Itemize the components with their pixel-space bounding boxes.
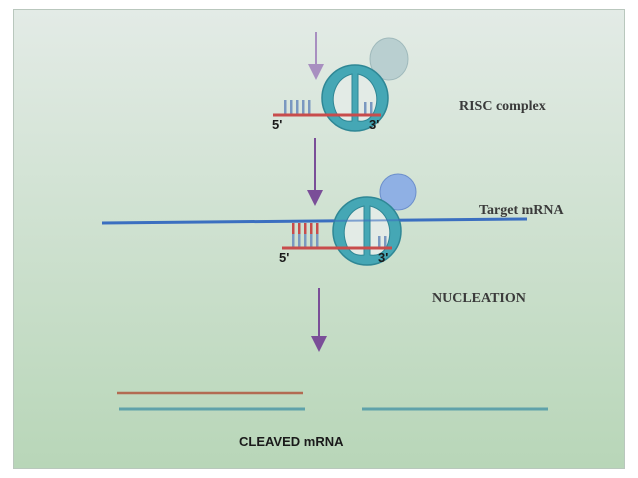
cleaved-mrna-label: CLEAVED mRNA xyxy=(239,434,344,449)
risc-complex-top xyxy=(273,37,409,132)
risc-ring-bound xyxy=(332,196,402,266)
five-prime-label-top: 5' xyxy=(272,117,282,132)
risc-complex-label: RISC complex xyxy=(459,99,546,114)
guide-bases-top xyxy=(284,100,373,114)
risc-complex-bound xyxy=(101,173,528,266)
paired-bases xyxy=(292,223,387,247)
three-prime-label-top: 3' xyxy=(369,117,379,132)
nucleation-label: NUCLEATION xyxy=(432,291,526,306)
risc-cavity-left xyxy=(332,73,353,122)
slide-background xyxy=(14,10,624,468)
blue-protein xyxy=(379,173,417,211)
risc-cavity-left-bound xyxy=(343,205,365,256)
target-mrna-label: Target mRNA xyxy=(479,203,565,218)
slide-frame xyxy=(13,9,625,469)
three-prime-label-bound: 3' xyxy=(378,250,388,265)
gray-protein xyxy=(369,37,409,81)
five-prime-label-bound: 5' xyxy=(279,250,289,265)
